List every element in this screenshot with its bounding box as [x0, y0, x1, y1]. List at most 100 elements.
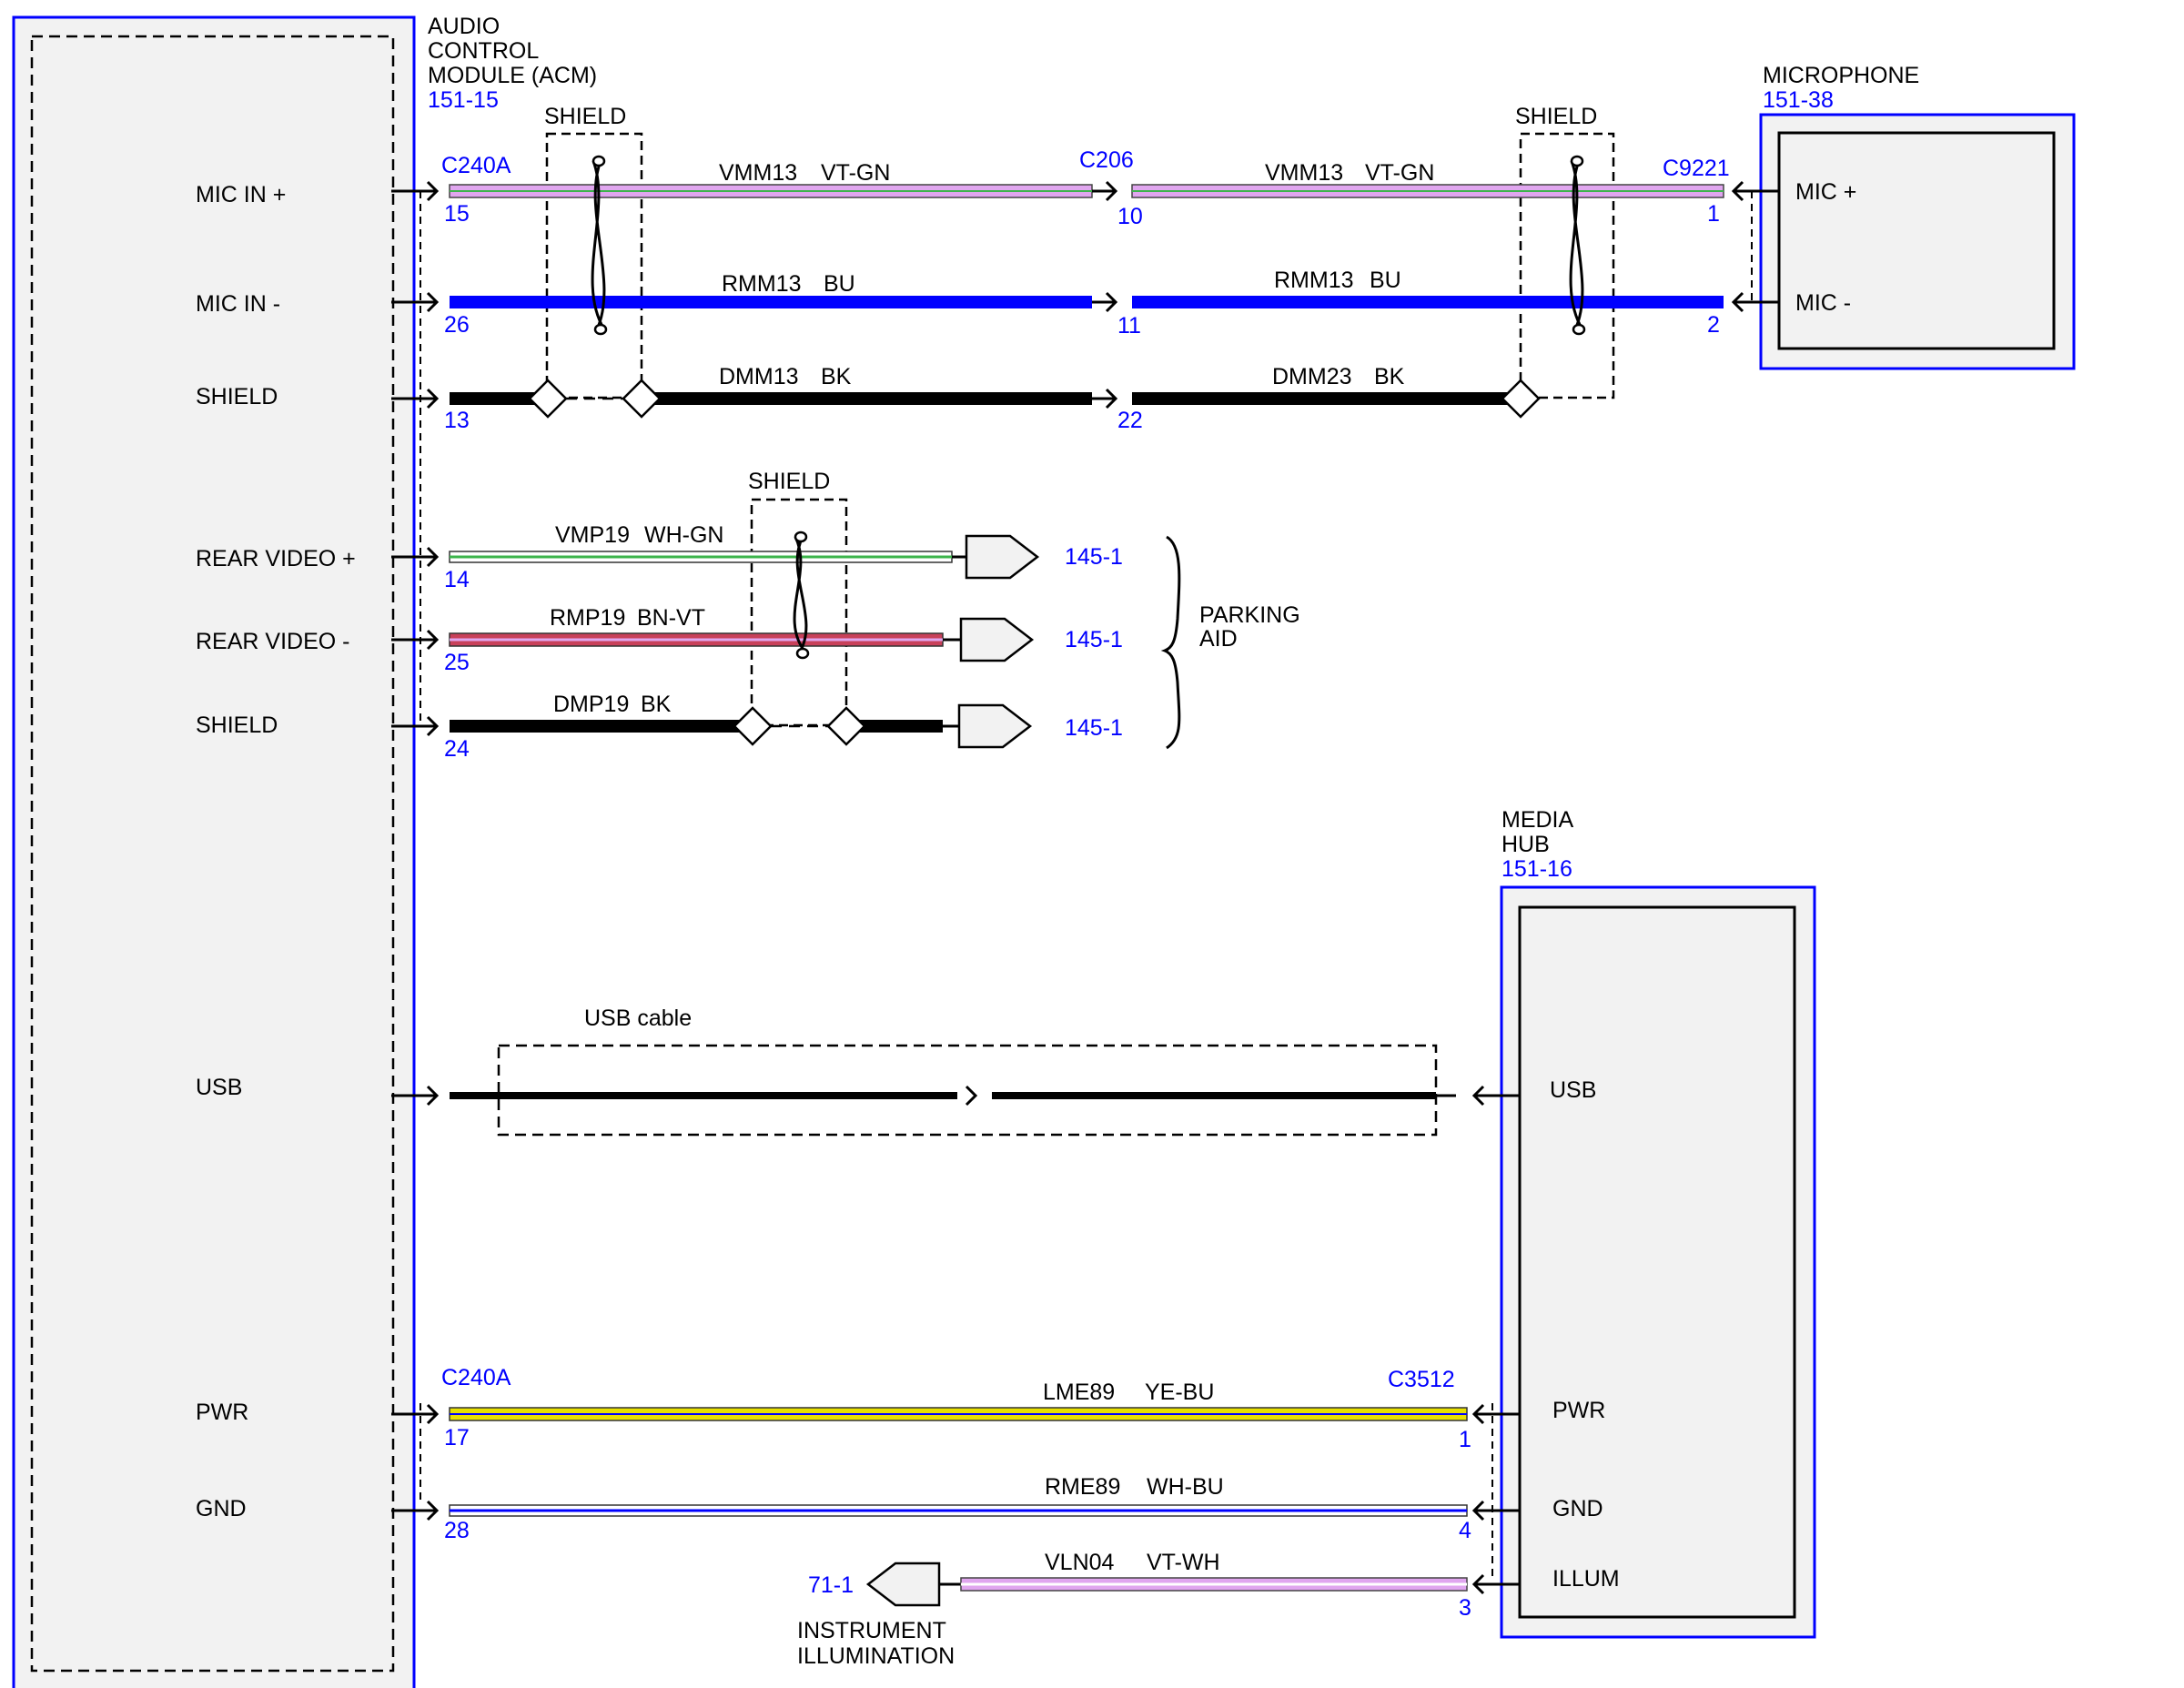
pin-number: 25: [444, 650, 470, 675]
media-hub-module: MEDIA HUB 151-16 USB PWR GND ILLUM: [1491, 807, 1816, 1639]
acm-pin-mic-in-pos: MIC IN +: [196, 182, 286, 207]
connector-chevron: [426, 629, 440, 651]
connector-chevron: [426, 546, 440, 568]
circuit-video-shield: 24 DMP19 BK 145-1: [391, 692, 1123, 762]
wire-code: VMP19: [555, 522, 630, 548]
pin-number-left: 13: [444, 408, 470, 433]
connector-chevron-c206: [1105, 291, 1118, 313]
wire-code-left: RMM13: [722, 271, 802, 297]
shield-left-label: SHIELD: [544, 104, 626, 129]
pin-number-left: 17: [444, 1425, 470, 1450]
pin-number-right: 3: [1459, 1595, 1471, 1621]
wire-dmp19: [450, 720, 753, 733]
acm-pin-shield-2: SHIELD: [196, 713, 278, 738]
wire-rmm13-left: [450, 296, 1092, 308]
circuit-pwr: 17 1 LME89 YE-BU: [391, 1380, 1520, 1452]
connector-acm-top: C240A: [441, 153, 511, 178]
wire-color-right: BU: [1370, 268, 1401, 293]
shield-right-label: SHIELD: [1515, 104, 1597, 129]
wire-color-left: BU: [824, 271, 855, 297]
offpage-connector: [959, 617, 1035, 662]
offpage-connector: [957, 703, 1033, 749]
media-hub-pin-pwr: PWR: [1552, 1398, 1605, 1423]
wire-code: LME89: [1043, 1380, 1115, 1405]
wire-color-right: BK: [1374, 364, 1405, 389]
connector-chevron: [426, 388, 440, 409]
media-hub-pin-usb: USB: [1550, 1077, 1596, 1103]
connector-chevron: [426, 715, 440, 737]
usb-cable-label: USB cable: [584, 1006, 692, 1031]
microphone-pin-neg: MIC -: [1795, 290, 1851, 316]
wire-color-right: VT-GN: [1365, 160, 1434, 186]
pin-number-mid: 11: [1117, 313, 1141, 339]
twist-end: [593, 323, 608, 336]
acm-inner-dashed-box: [30, 35, 395, 1673]
wire-color-left: VT-GN: [821, 160, 890, 186]
connector-chevron-mid: [965, 1085, 978, 1107]
wire-code-right: RMM13: [1274, 268, 1354, 293]
illumination-ref: 71-1: [808, 1572, 854, 1598]
wire-color: YE-BU: [1145, 1380, 1214, 1405]
wire-code: RMP19: [550, 605, 625, 631]
illumination-label-1: INSTRUMENT: [797, 1618, 946, 1643]
pin-number-right: 1: [1459, 1427, 1471, 1452]
parking-aid-brace: [1160, 535, 1181, 750]
connector-chevron: [426, 291, 440, 313]
circuit-mic-in-pos: 15 10 1 VMM13 VT-GN VMM13 VT-GN: [391, 160, 1779, 229]
shield-right-box: [1519, 132, 1615, 399]
circuit-gnd: 28 4 RME89 WH-BU: [391, 1474, 1520, 1543]
pin-number-right: 4: [1459, 1518, 1471, 1543]
shield-drain-diamond: [826, 706, 866, 746]
pin-number: 24: [444, 736, 470, 762]
wire-code: DMP19: [553, 692, 629, 717]
microphone-pin-pos: MIC +: [1795, 179, 1856, 205]
wire-code: VLN04: [1045, 1550, 1115, 1575]
acm-pin-usb: USB: [196, 1075, 242, 1100]
microphone-inner-box: [1777, 131, 2056, 350]
pin-number-left: 26: [444, 312, 470, 338]
illumination-label-2: ILLUMINATION: [797, 1643, 955, 1669]
media-hub-ref: 151-16: [1502, 856, 1572, 882]
twist-end: [794, 531, 808, 543]
twist-end: [1570, 155, 1584, 167]
acm-pin-rear-video-pos: REAR VIDEO +: [196, 546, 356, 571]
connector-chevron: [426, 1403, 440, 1425]
twist-end: [1572, 323, 1586, 336]
media-hub-title-line-1: MEDIA: [1502, 807, 1574, 833]
circuit-rear-video-neg: 25 RMP19 BN-VT 145-1: [391, 605, 1123, 675]
connector-chevron: [426, 180, 440, 202]
offpage-connector-illumination: [865, 1562, 941, 1607]
pin-number-mid: 10: [1117, 204, 1143, 229]
microphone-module: MICROPHONE 151-38 MIC + MIC -: [1751, 63, 2076, 370]
wire-dmm13-stub: [450, 392, 548, 405]
connector-acm-bottom: C240A: [441, 1365, 511, 1390]
connector-inline: C206: [1079, 147, 1134, 173]
wire-code: RME89: [1045, 1474, 1120, 1500]
media-hub-pin-gnd: GND: [1552, 1496, 1603, 1521]
shield-drain-diamond: [528, 379, 568, 419]
acm-title-line-2: CONTROL: [428, 38, 539, 64]
acm-pin-gnd: GND: [196, 1496, 247, 1521]
connector-mic: C9221: [1663, 156, 1730, 181]
connector-chevron-c206: [1105, 180, 1118, 202]
page-ref: 145-1: [1065, 627, 1123, 652]
acm-pin-shield: SHIELD: [196, 384, 278, 409]
shield-drain-diamond: [733, 706, 773, 746]
circuit-usb: USB cable: [391, 1006, 1520, 1137]
parking-aid-label-2: AID: [1199, 626, 1238, 652]
acm-module: AUDIO CONTROL MODULE (ACM) 151-15 MIC IN…: [12, 14, 597, 1688]
pin-number-left: 15: [444, 201, 470, 227]
wire-code-left: VMM13: [719, 160, 797, 186]
pin-number: 14: [444, 567, 470, 592]
page-ref: 145-1: [1065, 715, 1123, 741]
pin-number-mid: 22: [1117, 408, 1143, 433]
shield-drain-diamond: [1501, 379, 1541, 419]
wire-code-right: VMM13: [1265, 160, 1343, 186]
parking-aid-label-1: PARKING: [1199, 602, 1300, 628]
pin-number-right: 1: [1707, 201, 1720, 227]
circuit-illum: 3 VLN04 VT-WH 71-1 INSTRUMENT ILLUMINATI…: [797, 1550, 1520, 1669]
twist-end: [592, 155, 606, 167]
usb-cable-dashed-box: [497, 1044, 1438, 1137]
twisted-pair-icon-left: [591, 160, 606, 330]
